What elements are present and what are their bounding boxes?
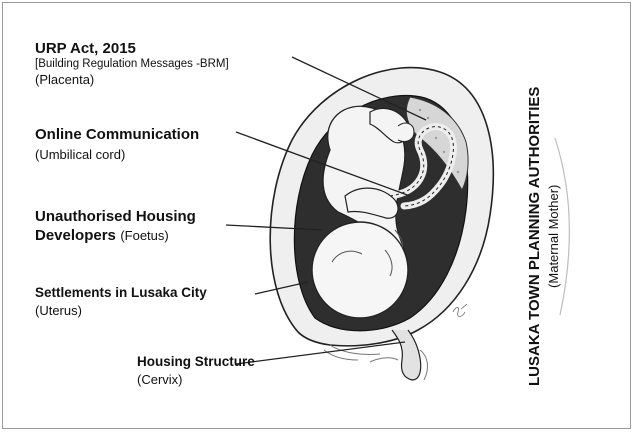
cervix-label: Housing Structure (Cervix)	[137, 354, 255, 388]
mother-title: LUSAKA TOWN PLANNING AUTHORITIES	[525, 87, 545, 386]
mother-label: LUSAKA TOWN PLANNING AUTHORITIES (Matern…	[525, 87, 563, 386]
foetus-label: Unauthorised Housing Developers (Foetus)	[35, 208, 196, 245]
foetus-role: (Foetus)	[120, 228, 168, 243]
foetus-title-line1: Unauthorised Housing	[35, 208, 196, 226]
cord-label: Online Communication (Umbilical cord)	[35, 126, 199, 163]
cervix-role: (Cervix)	[137, 372, 255, 388]
placenta-label: URP Act, 2015 [Building Regulation Messa…	[35, 40, 229, 87]
uterus-role: (Uterus)	[35, 303, 207, 319]
foetus-head	[312, 222, 408, 318]
uterus-label: Settlements in Lusaka City (Uterus)	[35, 285, 207, 319]
uterus-title: Settlements in Lusaka City	[35, 285, 207, 301]
foetus-title-line2: Developers	[35, 227, 116, 244]
foetus-foot	[398, 123, 414, 141]
cervix-title: Housing Structure	[137, 354, 255, 370]
mother-role: (Maternal Mother)	[545, 87, 563, 386]
leader-cervix	[236, 342, 405, 364]
placenta-subtitle: [Building Regulation Messages -BRM]	[35, 58, 229, 72]
cord-title: Online Communication	[35, 126, 199, 144]
placenta-role: (Placenta)	[35, 72, 229, 88]
placenta-title: URP Act, 2015	[35, 40, 229, 58]
artist-signature	[453, 304, 467, 317]
cord-role: (Umbilical cord)	[35, 147, 199, 163]
